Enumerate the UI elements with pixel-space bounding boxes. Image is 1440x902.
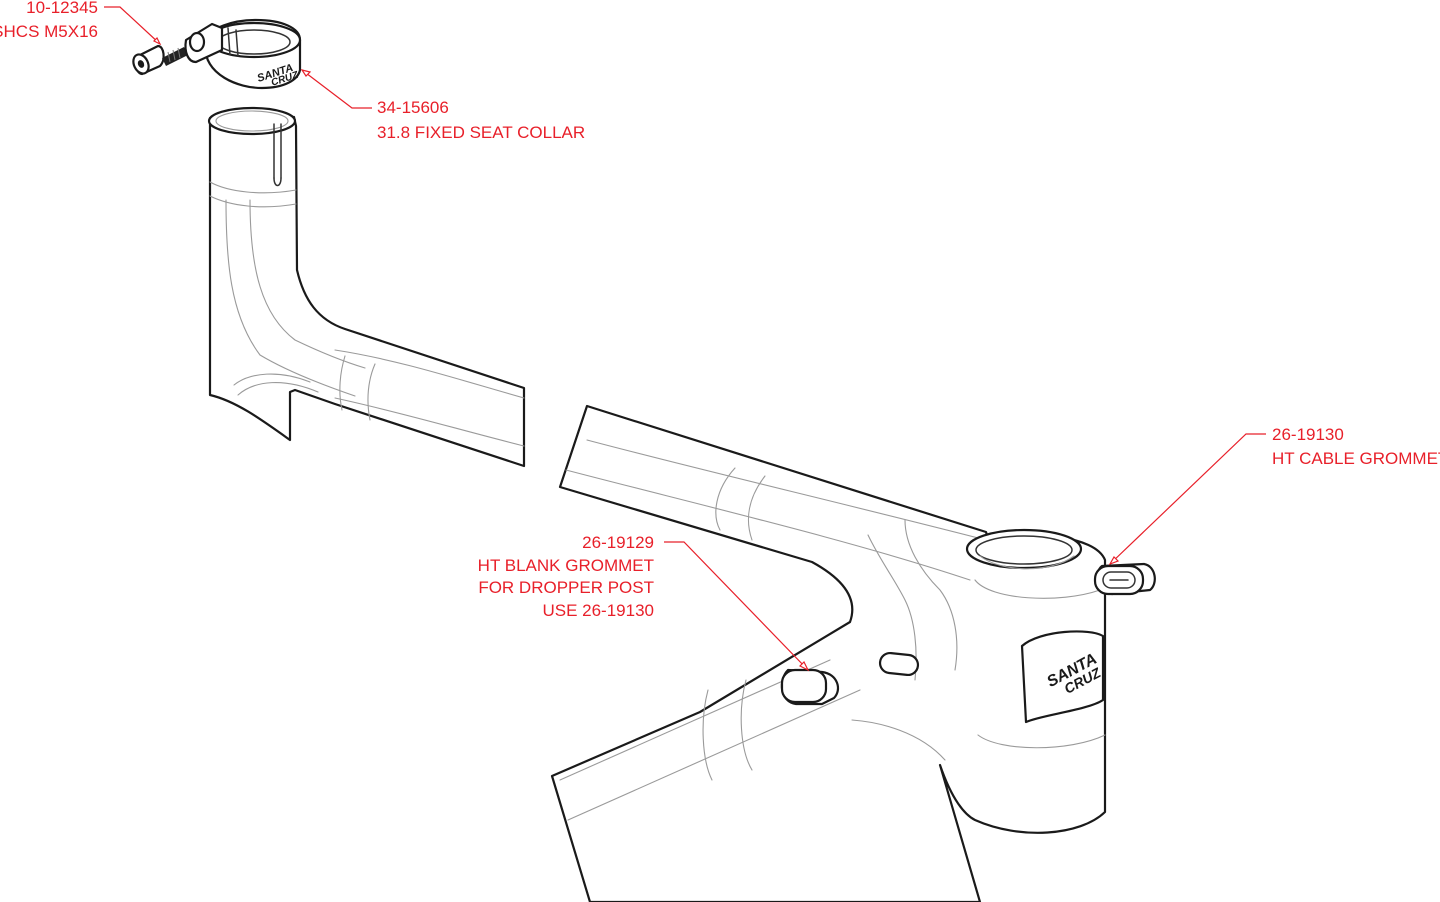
callout-blank-grommet: 26-19129 HT BLANK GROMMET FOR DROPPER PO… (478, 533, 654, 620)
blank-grommet-icon (780, 668, 840, 706)
bolt-part-number: 10-12345 (26, 0, 98, 17)
blank-grommet-part-number: 26-19129 (582, 533, 654, 552)
blank-grommet-description-line3: USE 26-19130 (542, 601, 654, 620)
cable-grommet-description: HT CABLE GROMMET (1272, 449, 1440, 468)
blank-grommet-description-line1: HT BLANK GROMMET (478, 556, 654, 575)
seat-tube-section (207, 106, 526, 468)
seat-collar-part-number: 34-15606 (377, 98, 449, 117)
cable-grommet-part-number: 26-19130 (1272, 425, 1344, 444)
bolt-icon (132, 44, 188, 76)
blank-grommet-description-line2: FOR DROPPER POST (478, 578, 654, 597)
callout-bolt: 10-12345 SHCS M5X16 (0, 0, 98, 41)
cable-grommet-icon (1093, 562, 1156, 596)
callout-seat-collar: 34-15606 31.8 FIXED SEAT COLLAR (377, 98, 585, 142)
leader-lines (104, 6, 1266, 672)
head-tube-section: SANTA CRUZ (550, 404, 1107, 902)
callout-cable-grommet: 26-19130 HT CABLE GROMMET (1272, 425, 1440, 468)
bolt-description: SHCS M5X16 (0, 22, 98, 41)
seat-collar-icon: SANTA CRUZ (184, 18, 302, 90)
seat-collar-description: 31.8 FIXED SEAT COLLAR (377, 123, 585, 142)
